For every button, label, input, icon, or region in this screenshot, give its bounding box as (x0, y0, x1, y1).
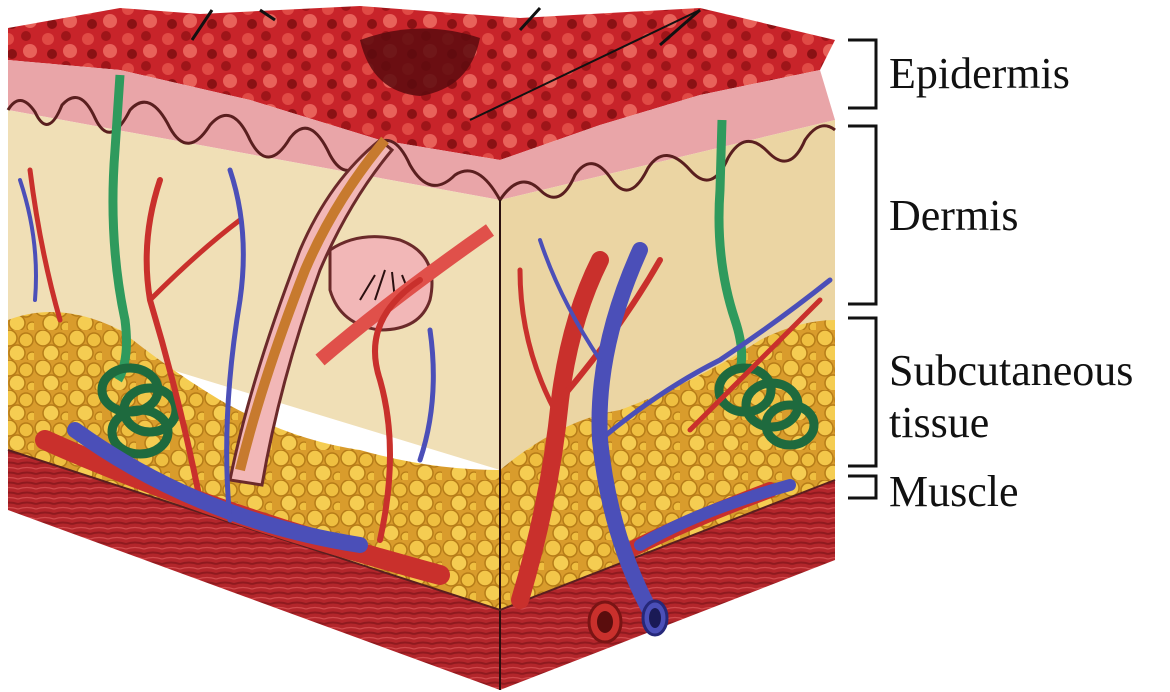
label-epidermis: Epidermis (889, 52, 1070, 96)
bracket-subcutaneous (848, 318, 876, 466)
bracket-epidermis (848, 40, 876, 108)
label-subcutaneous-tissue: Subcutaneous tissue (889, 345, 1133, 449)
layer-brackets (848, 40, 876, 498)
label-subcutaneous-line2: tissue (889, 397, 1133, 449)
bracket-muscle (848, 476, 876, 498)
label-muscle: Muscle (889, 470, 1019, 514)
bracket-dermis (848, 126, 876, 304)
label-subcutaneous-line1: Subcutaneous (889, 345, 1133, 397)
label-dermis: Dermis (889, 194, 1019, 238)
